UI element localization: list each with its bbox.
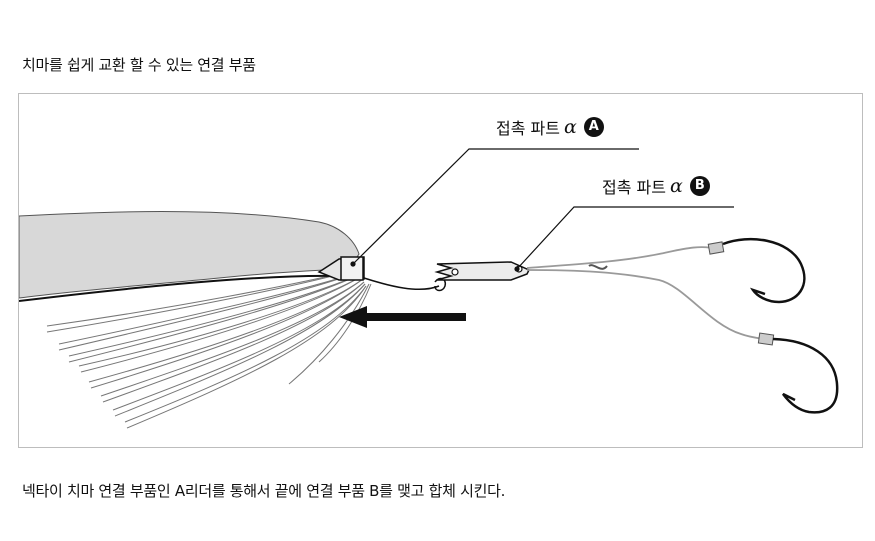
callout-b-leader	[516, 206, 734, 270]
badge-a: A	[583, 117, 604, 137]
connector-illustration	[19, 148, 839, 429]
leader-a	[363, 277, 440, 291]
hook-sleeve-lower	[757, 332, 775, 346]
callout-part-a: 접촉 파트 α A	[496, 115, 604, 139]
callout-a-alpha: α	[563, 116, 577, 138]
callout-b-label: 접촉 파트	[602, 178, 666, 197]
part-b-connector	[434, 261, 531, 281]
skirt-upper-band	[19, 211, 360, 299]
badge-b: B	[689, 176, 710, 196]
callout-a-leader	[352, 148, 639, 265]
diagram-heading: 치마를 쉽게 교환 할 수 있는 연결 부품	[22, 56, 256, 74]
diagram-caption: 넥타이 치마 연결 부품인 A리더를 통해서 끝에 연결 부품 B를 맺고 합체…	[22, 482, 506, 500]
skirt-strands	[46, 268, 372, 429]
insert-arrow	[339, 306, 466, 328]
hook-upper	[722, 237, 806, 304]
diagram-frame: 접촉 파트 α A 접촉 파트 α B	[18, 93, 863, 448]
hook-sleeve-upper	[707, 241, 725, 255]
callout-a-label: 접촉 파트	[496, 119, 560, 138]
hook-lower	[772, 337, 839, 414]
callout-part-b: 접촉 파트 α B	[602, 174, 710, 198]
hook-leader-upper	[526, 246, 718, 269]
leader-knot	[588, 264, 608, 270]
main-line	[19, 274, 340, 302]
hook-leader-lower	[526, 269, 765, 340]
callout-b-alpha: α	[669, 175, 683, 197]
